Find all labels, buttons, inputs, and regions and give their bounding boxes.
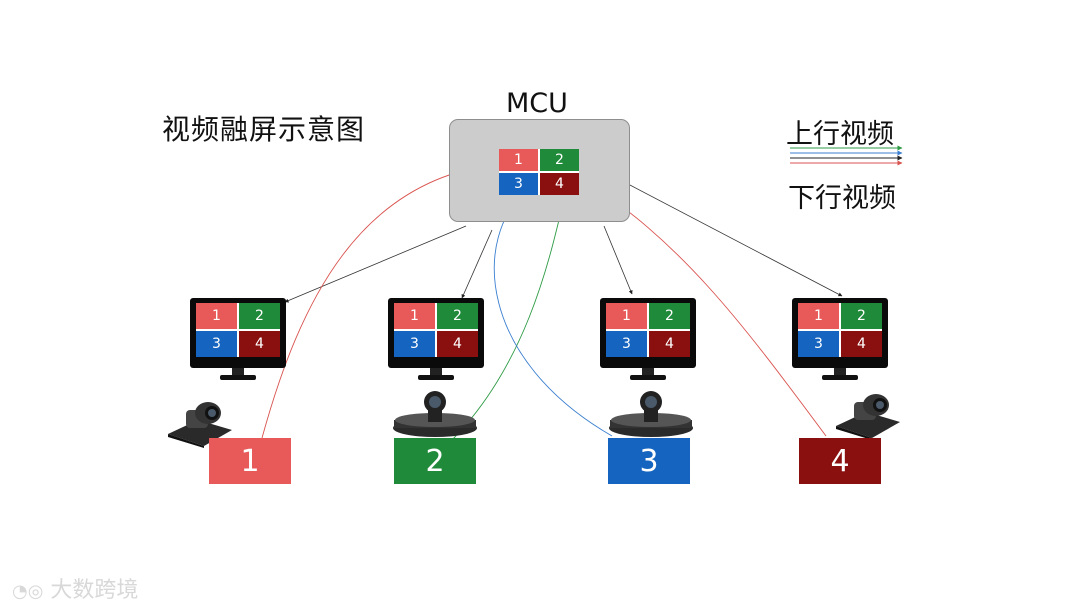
monitor-tile-1: 1 [394, 303, 435, 329]
diagram-title: 视频融屏示意图 [162, 113, 366, 146]
monitor-base [822, 375, 858, 380]
monitor-2: 1 2 3 4 [388, 298, 484, 382]
ptz-camera-icon [168, 402, 232, 448]
monitor-tile-1: 1 [606, 303, 647, 329]
uplink-curve-1 [261, 162, 499, 439]
legend-downlink-label: 下行视频 [788, 183, 896, 214]
monitor-tile-3: 3 [606, 331, 647, 357]
legend-uplink-label: 上行视频 [786, 119, 894, 150]
mcu-tile-2: 2 [540, 149, 579, 171]
monitor-neck [430, 368, 442, 376]
monitor-tile-2: 2 [437, 303, 478, 329]
downlink-arrow-1 [284, 225, 467, 303]
monitor-tile-2: 2 [239, 303, 280, 329]
monitor-screen: 1 2 3 4 [196, 303, 280, 357]
monitor-tile-2: 2 [841, 303, 882, 329]
monitor-4: 1 2 3 4 [792, 298, 888, 382]
mcu-box: 1 2 3 4 [449, 119, 630, 222]
monitor-tile-3: 3 [196, 331, 237, 357]
ptz-camera-icon [836, 394, 900, 440]
monitor-tile-4: 4 [239, 331, 280, 357]
monitor-neck [834, 368, 846, 376]
monitor-tile-3: 3 [798, 331, 839, 357]
monitor-tile-4: 4 [649, 331, 690, 357]
conference-camera-icon [393, 391, 477, 437]
endpoint-box-3: 3 [608, 438, 690, 484]
endpoint-box-1: 1 [209, 438, 291, 484]
endpoint-box-4: 4 [799, 438, 881, 484]
mcu-tile-1: 1 [499, 149, 538, 171]
monitor-neck [232, 368, 244, 376]
monitor-tile-1: 1 [196, 303, 237, 329]
watermark-text: 大数跨境 [50, 578, 139, 603]
conference-camera-icon [609, 391, 693, 437]
monitor-tile-4: 4 [841, 331, 882, 357]
monitor-base [220, 375, 256, 380]
watermark: ◔◎ 大数跨境 [12, 572, 138, 604]
monitor-base [630, 375, 666, 380]
watermark-logo-icon: ◔◎ [12, 581, 44, 602]
mcu-tile-3: 3 [499, 173, 538, 195]
mcu-mixed-screen: 1 2 3 4 [499, 149, 579, 195]
legend-lines [790, 145, 903, 166]
monitor-base [418, 375, 454, 380]
mcu-label: MCU [506, 88, 568, 119]
mcu-tile-4: 4 [540, 173, 579, 195]
downlink-arrow-4 [627, 183, 843, 297]
monitor-tile-1: 1 [798, 303, 839, 329]
monitor-screen: 1 2 3 4 [798, 303, 882, 357]
endpoint-box-2: 2 [394, 438, 476, 484]
monitor-1: 1 2 3 4 [190, 298, 286, 382]
monitor-tile-3: 3 [394, 331, 435, 357]
monitor-screen: 1 2 3 4 [394, 303, 478, 357]
uplink-curve-3 [493, 187, 613, 437]
downlink-arrow-3 [603, 225, 633, 295]
monitor-tile-4: 4 [437, 331, 478, 357]
monitor-3: 1 2 3 4 [600, 298, 696, 382]
downlink-arrow-2 [461, 229, 493, 299]
monitor-screen: 1 2 3 4 [606, 303, 690, 357]
monitor-tile-2: 2 [649, 303, 690, 329]
monitor-neck [642, 368, 654, 376]
